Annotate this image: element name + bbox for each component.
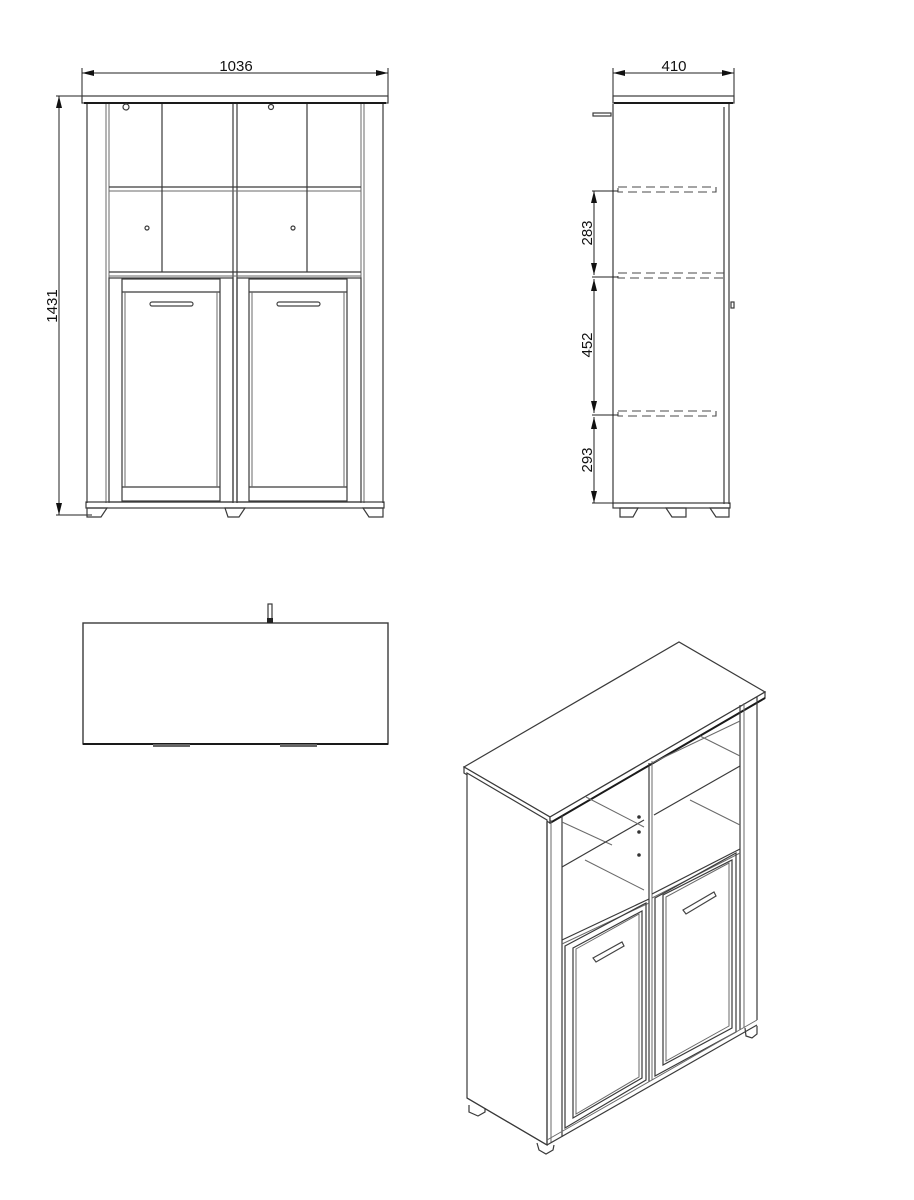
front-view: 1036 1431 <box>44 58 389 518</box>
fixing-bolt-icon <box>592 112 612 117</box>
door-handle-icon <box>682 891 717 915</box>
width-dimension-label: 1036 <box>219 58 252 75</box>
shelf-dimension-label: 293 <box>579 447 596 472</box>
side-view: 410 283 452 <box>579 58 735 518</box>
shelf-dimension-middle: 452 <box>579 276 618 413</box>
height-dimension-label: 1431 <box>44 289 61 322</box>
door-handle-icon <box>149 301 194 307</box>
depth-dimension: 410 <box>612 58 735 98</box>
height-dimension: 1431 <box>44 95 92 516</box>
shelf-dimension-label: 452 <box>579 332 596 357</box>
width-dimension: 1036 <box>81 58 389 98</box>
iso-left-door <box>564 902 647 1130</box>
door-handle-icon <box>276 301 321 307</box>
shelf-dimension-lower: 293 <box>579 414 618 504</box>
depth-dimension-label: 410 <box>661 58 686 75</box>
iso-right-door <box>654 851 737 1078</box>
top-view <box>82 603 389 747</box>
shelf-dimension-upper: 283 <box>579 190 618 275</box>
left-door <box>108 277 234 503</box>
right-door <box>236 277 362 503</box>
door-handle-icon <box>592 941 625 963</box>
isometric-view <box>462 641 767 1155</box>
shelf-dimension-label: 283 <box>579 220 596 245</box>
